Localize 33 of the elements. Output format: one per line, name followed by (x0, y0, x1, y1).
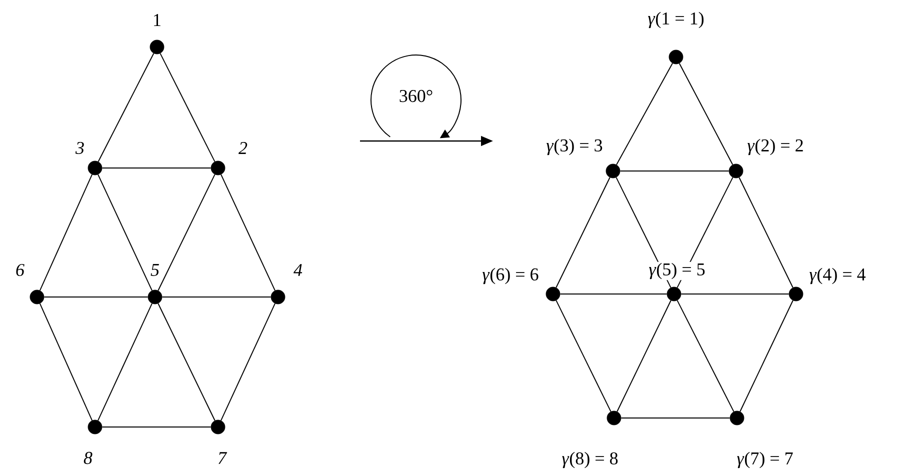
node-label: 6 (14, 262, 26, 278)
vertex-dot (606, 164, 620, 178)
node-label: γ(2) = 2 (746, 138, 805, 156)
node-label: 5 (150, 263, 160, 277)
vertex-dot (546, 286, 560, 302)
node-label: γ(3) = 3 (545, 138, 604, 156)
vertex-dot (668, 50, 684, 64)
vertex-dot (148, 290, 162, 304)
node-label: 1 (152, 13, 162, 27)
vertex-dot (730, 410, 744, 426)
vertex-dot (88, 160, 102, 176)
node-label: γ(6) = 6 (481, 266, 540, 286)
vertex-dot (270, 290, 286, 304)
node-label: 2 (238, 141, 248, 155)
vertex-dot (788, 286, 804, 302)
node-label: γ(1 = 1) (646, 10, 706, 30)
vertex-dot (88, 420, 102, 434)
vertex-dot (30, 290, 44, 304)
node-label: 3 (74, 140, 86, 156)
vertex-dot (210, 420, 226, 434)
vertex-dot (606, 410, 622, 426)
node-label: γ(7) = 7 (736, 450, 794, 470)
node-label: 7 (216, 451, 228, 465)
vertex-dot (666, 286, 682, 302)
node-label: γ(4) = 4 (808, 266, 867, 286)
vertex-dot (728, 164, 744, 178)
node-label: γ(5) = 5 (648, 262, 706, 280)
node-label: γ(8) = 8 (560, 450, 620, 470)
vertex-dot (150, 40, 164, 54)
vertex-dot (210, 160, 226, 176)
angle-label: 360° (400, 90, 432, 102)
node-label: 8 (82, 450, 94, 466)
node-label: 4 (292, 263, 304, 277)
